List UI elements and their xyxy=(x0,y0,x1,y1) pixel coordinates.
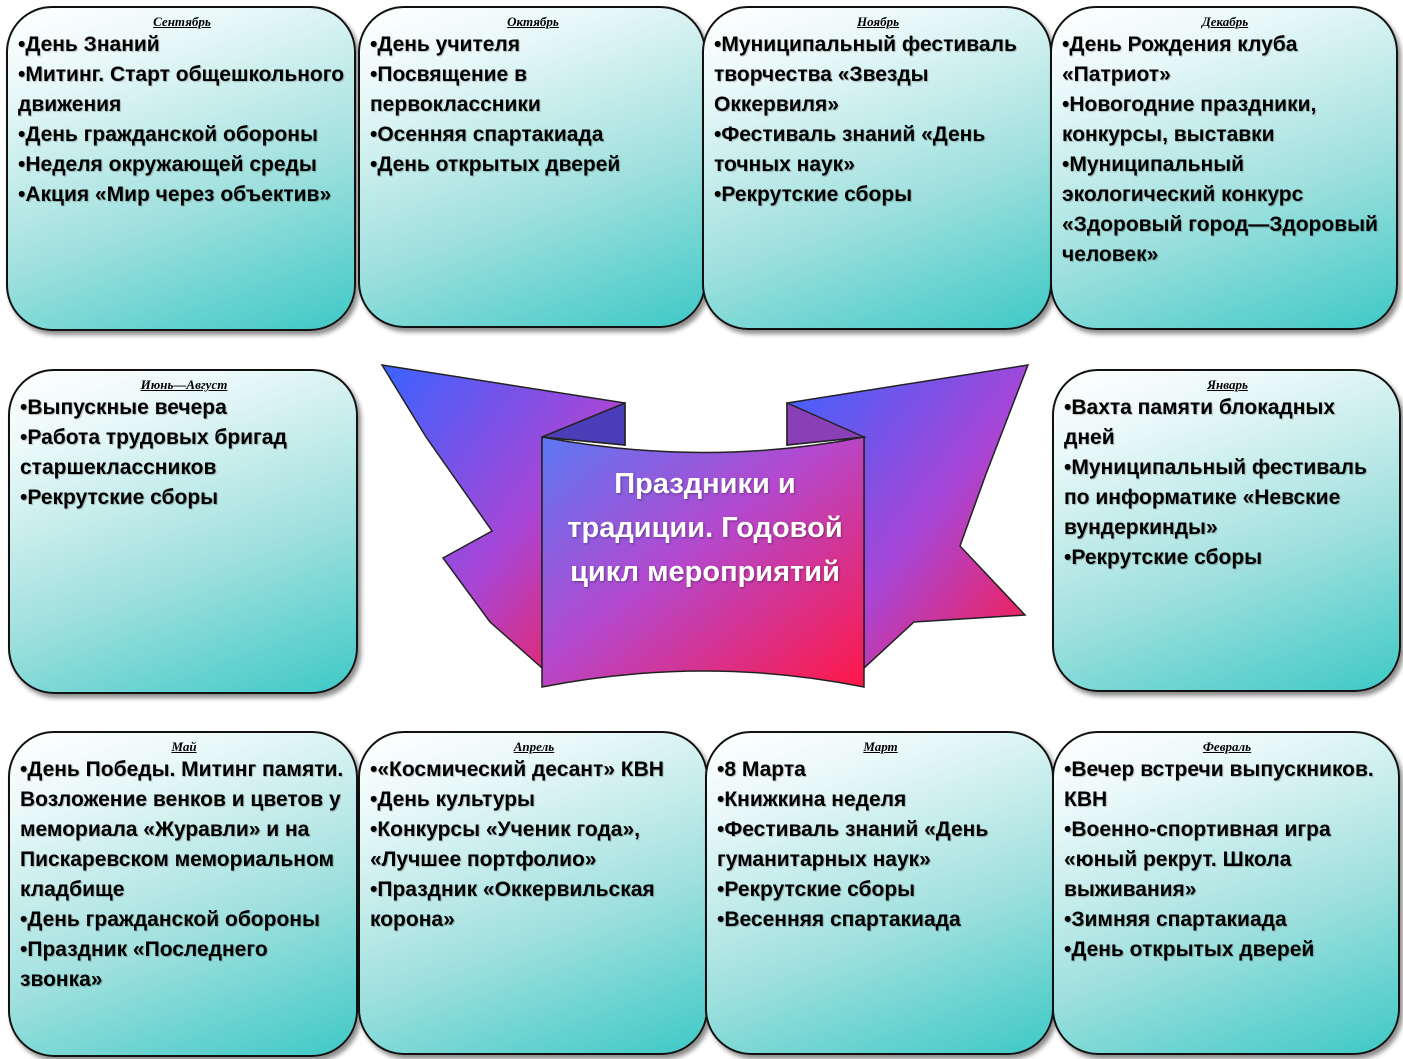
event-item: •Конкурсы «Ученик года», «Лучшее портфол… xyxy=(370,818,640,871)
event-item: •День открытых дверей xyxy=(1064,938,1315,961)
event-item: •Митинг. Старт общешкольного движения xyxy=(18,63,345,116)
event-item: •День учителя xyxy=(370,33,521,56)
event-item: •8 Марта xyxy=(717,758,806,781)
event-item: •День Победы. Митинг памяти. Возложение … xyxy=(20,758,344,901)
card-april: Апрель •«Космический десант» КВН •День ку… xyxy=(358,731,708,1055)
month-title: Декабрь xyxy=(1201,14,1249,29)
month-title: Сентябрь xyxy=(153,14,211,29)
event-item: •Вечер встречи выпускников. КВН xyxy=(1064,758,1374,811)
card-december: Декабрь •День Рождения клуба «Патриот» •Н… xyxy=(1050,6,1398,330)
event-item: •Акция «Мир через объектив» xyxy=(18,183,332,206)
card-november: Ноябрь •Муниципальный фестиваль творчест… xyxy=(702,6,1052,330)
event-item: •День Знаний xyxy=(18,33,160,56)
event-list: •Муниципальный фестиваль творчества «Зве… xyxy=(714,30,1042,210)
event-list: •День учителя •Посвящение в первоклассник… xyxy=(370,30,696,180)
event-list: •День Знаний •Митинг. Старт общешкольного… xyxy=(18,30,346,210)
event-item: •Муниципальный фестиваль по информатике … xyxy=(1064,456,1367,539)
card-september: Сентябрь •День Знаний •Митинг. Старт обще… xyxy=(6,6,356,331)
event-item: •Муниципальный фестиваль творчества «Зве… xyxy=(714,33,1017,116)
event-item: •Рекрутские сборы xyxy=(714,183,913,206)
card-february: Февраль •Вечер встречи выпускников. КВН•… xyxy=(1052,731,1400,1055)
event-item: •День гражданской обороны xyxy=(20,908,320,931)
event-list: •Выпускные вечера •Работа трудовых бригад… xyxy=(20,393,348,513)
event-list: •День Победы. Митинг памяти. Возложение … xyxy=(20,755,348,995)
month-title: Ноябрь xyxy=(856,14,900,29)
month-title: Январь xyxy=(1207,377,1248,392)
event-item: •День Рождения клуба «Патриот» xyxy=(1062,33,1298,86)
event-list: •8 Марта •Книжкина неделя •Фестиваль знани… xyxy=(717,755,1044,935)
event-list: •День Рождения клуба «Патриот» •Новогодни… xyxy=(1062,30,1388,270)
event-item: •Работа трудовых бригад старшеклассников xyxy=(20,426,287,479)
event-item: •Зимняя спартакиада xyxy=(1064,908,1287,931)
event-item: •Военно-спортивная игра «юный рекрут. Шк… xyxy=(1064,818,1331,901)
card-october: Октябрь •День учителя •Посвящение в перво… xyxy=(358,6,706,328)
event-item: •«Космический десант» КВН xyxy=(370,758,664,781)
event-item: •Фестиваль знаний «День гуманитарных нау… xyxy=(717,818,989,871)
event-item: •Муниципальный экологический конкурс «Зд… xyxy=(1062,153,1378,266)
event-item: •Посвящение в первоклассники xyxy=(370,63,541,116)
month-title: Февраль xyxy=(1202,739,1252,754)
event-item: •Рекрутские сборы xyxy=(20,486,219,509)
event-item: •Книжкина неделя xyxy=(717,788,907,811)
month-title: Апрель xyxy=(513,739,555,754)
month-title: Май xyxy=(171,739,197,754)
card-january: Январь •Вахта памяти блокадных дней •Муни… xyxy=(1052,369,1401,692)
event-item: •Праздник «Последнего звонка» xyxy=(20,938,268,991)
event-item: •Новогодние праздники, конкурсы, выставк… xyxy=(1062,93,1317,146)
ribbon-center-panel xyxy=(541,436,865,688)
event-list: •«Космический десант» КВН •День культуры •… xyxy=(370,755,698,935)
ribbon-right-fold xyxy=(786,401,867,446)
event-item: •Рекрутские сборы xyxy=(717,878,916,901)
ribbon-banner xyxy=(380,364,1030,688)
card-march: Март •8 Марта •Книжкина неделя •Фестиваль … xyxy=(705,731,1054,1055)
event-item: •День открытых дверей xyxy=(370,153,621,176)
card-may: Май •День Победы. Митинг памяти. Возложе… xyxy=(8,731,358,1057)
month-title: Июнь—Август xyxy=(140,377,228,392)
month-title: Март xyxy=(863,739,898,754)
event-item: •День культуры xyxy=(370,788,535,811)
event-item: •Выпускные вечера xyxy=(20,396,227,419)
event-list: •Вахта памяти блокадных дней •Муниципальн… xyxy=(1064,393,1391,573)
event-item: •Вахта памяти блокадных дней xyxy=(1064,396,1336,449)
event-item: •День гражданской обороны xyxy=(18,123,318,146)
event-item: •Весенняя спартакиада xyxy=(717,908,961,931)
banner-title: Праздники и традиции. Годовой цикл мероп… xyxy=(567,468,843,588)
event-list: •Вечер встречи выпускников. КВН •Военно-с… xyxy=(1064,755,1390,965)
card-june-august: Июнь—Август •Выпускные вечера •Работа тру… xyxy=(8,369,358,694)
event-item: •Фестиваль знаний «День точных наук» xyxy=(714,123,986,176)
event-item: •Неделя окружающей среды xyxy=(18,153,317,176)
event-item: •Рекрутские сборы xyxy=(1064,546,1263,569)
ribbon-left-fold xyxy=(541,401,626,446)
event-item: •Осенняя спартакиада xyxy=(370,123,604,146)
event-item: •Праздник «Оккервильская корона» xyxy=(370,878,655,931)
month-title: Октябрь xyxy=(507,14,559,29)
